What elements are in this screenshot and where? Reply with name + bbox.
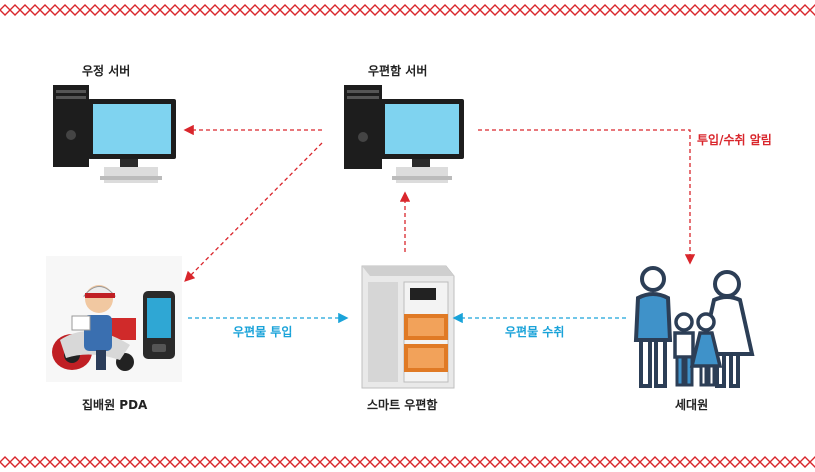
postal-server-label: 우정 서버 [82, 64, 131, 78]
notify-label: 투입/수취 알림 [697, 133, 772, 147]
mail-drop-label: 우편물 투입 [233, 325, 293, 339]
smart-mailbox-icon [361, 265, 455, 389]
top-border [0, 3, 815, 17]
bottom-border [0, 455, 815, 469]
family-icon [633, 266, 755, 388]
edge-mailbox-server-to-pda [184, 142, 323, 282]
courier-pda-label: 집배원 PDA [82, 398, 148, 412]
household-label: 세대원 [675, 398, 709, 412]
mail-pickup-label: 우편물 수취 [505, 325, 565, 339]
mailbox-server-computer-icon [344, 85, 464, 183]
edge-notify-household [478, 129, 696, 265]
postal-server-computer-icon [53, 85, 176, 183]
mailbox-server-label: 우편함 서버 [368, 64, 428, 78]
pda-device-icon [143, 291, 175, 359]
smart-mailbox-label: 스마트 우편함 [367, 398, 438, 412]
